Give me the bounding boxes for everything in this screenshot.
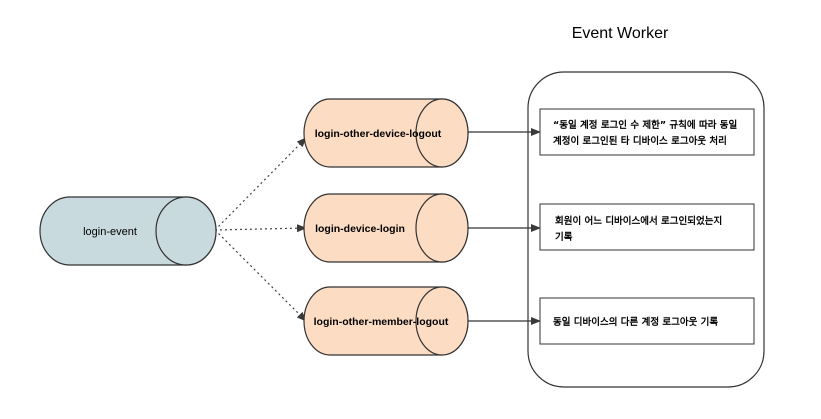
topic-2-cylinder-cap (415, 193, 469, 263)
connector-source-to-topic-2 (214, 224, 307, 233)
task-3-line-1: 동일 디바이스의 다른 계정 로그아웃 기록 (553, 316, 718, 328)
task-box-1-frame (539, 108, 755, 156)
login-event-cylinder: login-event (39, 196, 217, 266)
task-box-1: “동일 계정 로그인 수 제한” 규칙에 따라 동일 계정이 로그인된 타 디바… (539, 108, 755, 156)
task-2-line-1: 회원이 어느 디바이스에서 로그인되었는지 (555, 215, 722, 227)
task-box-2-frame (539, 203, 755, 251)
task-box-3: 동일 디바이스의 다른 계정 로그아웃 기록 (539, 297, 755, 345)
topic-1-cylinder-cap (415, 98, 469, 168)
task-1-line-2: 계정이 로그인된 타 디바이스 로그아웃 처리 (553, 135, 727, 147)
task-1-line-1: “동일 계정 로그인 수 제한” 규칙에 따라 동일 (553, 119, 737, 131)
task-box-2: 회원이 어느 디바이스에서 로그인되었는지 기록 (539, 203, 755, 251)
login-event-label: login-event (83, 226, 137, 238)
topic-1-label: login-other-device-logout (315, 128, 442, 140)
login-event-cylinder-cap (155, 196, 217, 266)
topic-cylinder-login-other-device-logout: login-other-device-logout (303, 98, 469, 168)
topic-3-label: login-other-member-logout (314, 316, 449, 328)
topic-cylinder-login-other-member-logout: login-other-member-logout (303, 286, 469, 356)
task-box-3-frame (539, 297, 755, 345)
event-worker-title: Event Worker (572, 25, 669, 42)
topic-cylinder-login-device-login: login-device-login (303, 193, 469, 263)
connector-source-to-topic-3 (214, 229, 307, 322)
connector-source-to-topic-1 (214, 137, 307, 231)
topic-2-label: login-device-login (315, 223, 405, 235)
task-2-line-2: 기록 (555, 231, 573, 243)
